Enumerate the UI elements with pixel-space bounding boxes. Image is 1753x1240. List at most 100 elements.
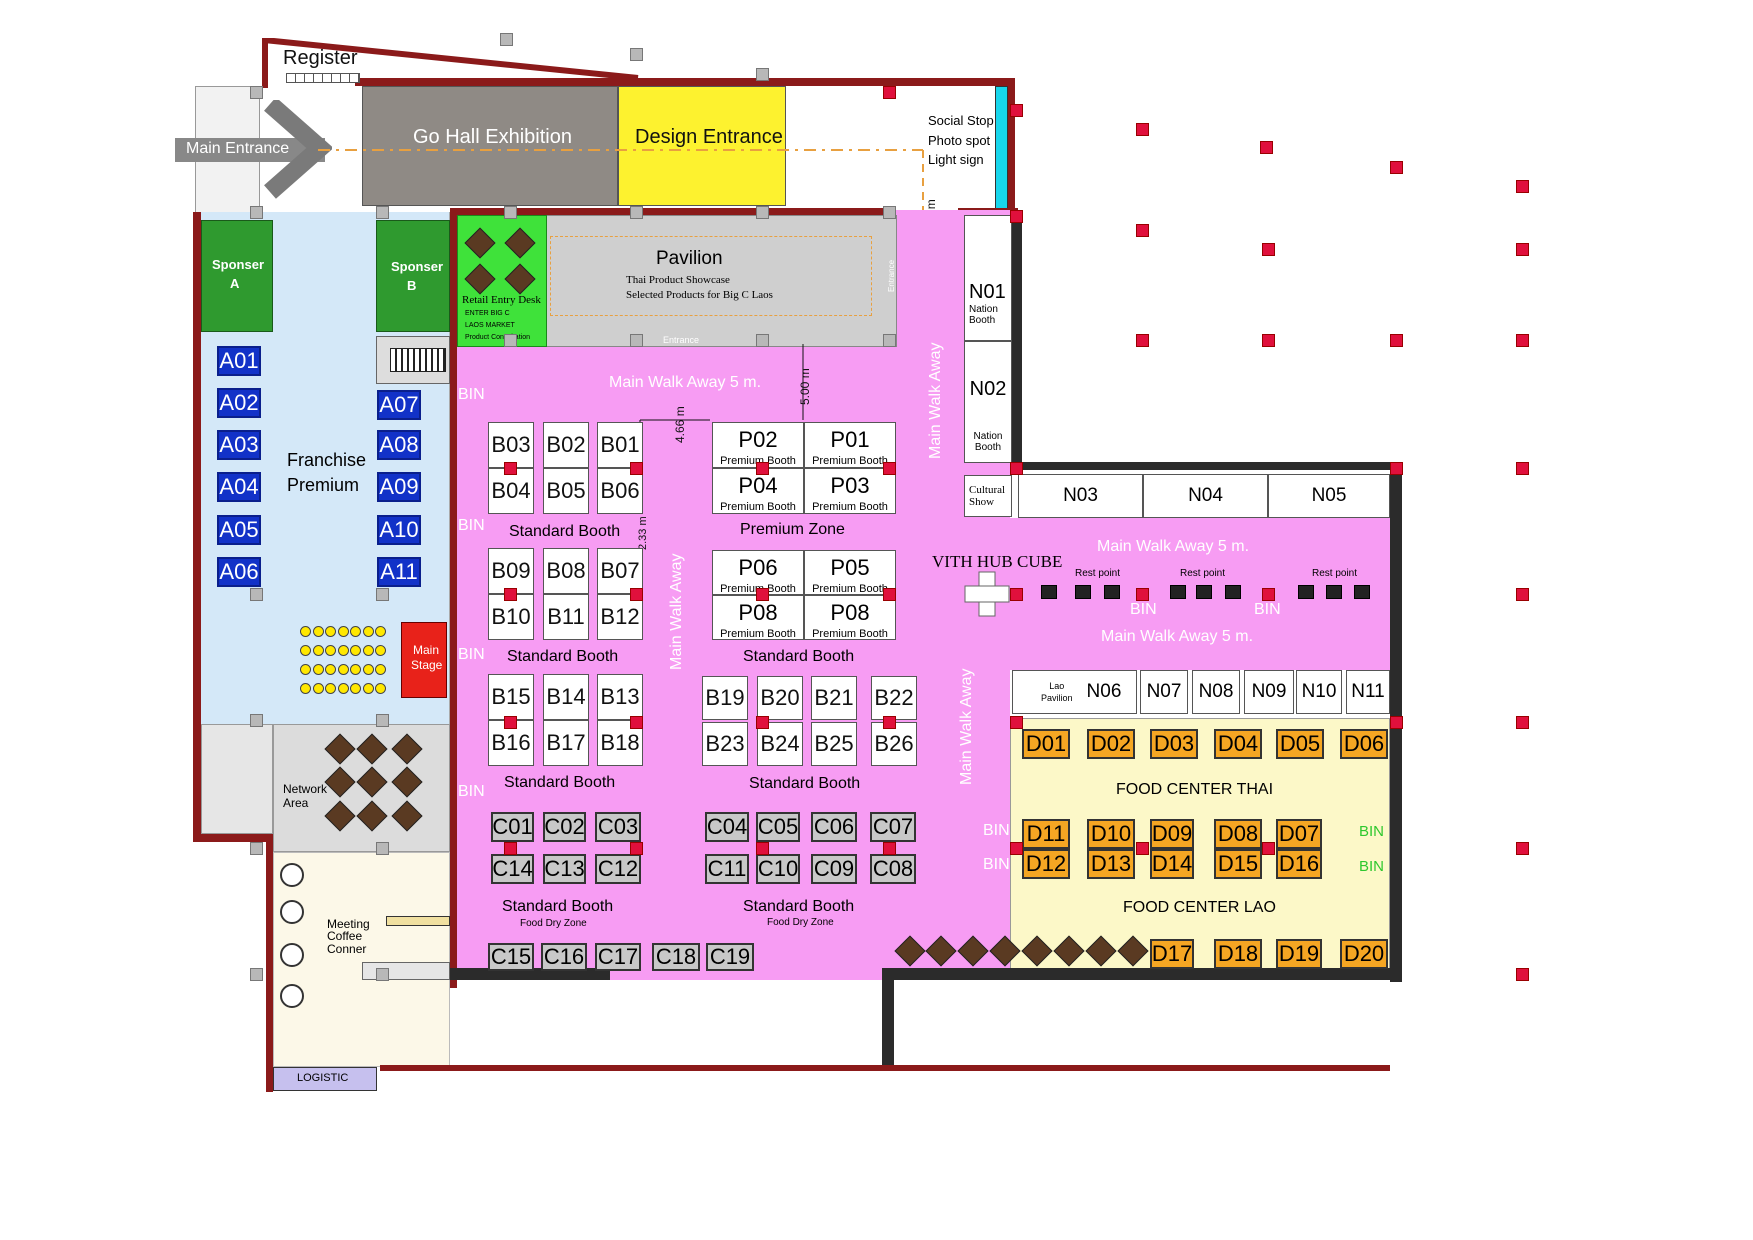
booth-a05[interactable]: A05 [217, 515, 261, 545]
booth-c07[interactable]: C07 [870, 812, 916, 842]
booth-n09[interactable]: N09 [1244, 670, 1294, 714]
booth-d13[interactable]: D13 [1087, 849, 1135, 879]
booth-d20[interactable]: D20 [1340, 939, 1388, 969]
booth-a04[interactable]: A04 [217, 472, 261, 502]
booth-a02[interactable]: A02 [217, 388, 261, 418]
booth-c01[interactable]: C01 [491, 812, 534, 842]
booth-d15[interactable]: D15 [1214, 849, 1262, 879]
booth-d17[interactable]: D17 [1150, 939, 1194, 969]
booth-n10[interactable]: N10 [1296, 670, 1342, 714]
booth-c10[interactable]: C10 [756, 854, 800, 884]
booth-c09[interactable]: C09 [811, 854, 857, 884]
booth-b13[interactable]: B13 [597, 674, 643, 720]
booth-c18[interactable]: C18 [652, 943, 700, 971]
booth-c16[interactable]: C16 [541, 943, 587, 971]
booth-b19[interactable]: B19 [702, 676, 748, 720]
booth-n03[interactable]: N03 [1018, 474, 1143, 518]
booth-c15[interactable]: C15 [488, 943, 534, 971]
booth-b21[interactable]: B21 [811, 676, 857, 720]
booth-c14[interactable]: C14 [491, 854, 534, 884]
main-stage[interactable] [401, 622, 447, 698]
booth-d03[interactable]: D03 [1150, 729, 1198, 759]
booth-d19[interactable]: D19 [1276, 939, 1322, 969]
booth-b07[interactable]: B07 [597, 548, 643, 594]
booth-c05[interactable]: C05 [756, 812, 800, 842]
booth-a09[interactable]: A09 [377, 472, 421, 502]
booth-b15[interactable]: B15 [488, 674, 534, 720]
booth-a03[interactable]: A03 [217, 430, 261, 460]
booth-n05[interactable]: N05 [1268, 474, 1390, 518]
booth-d12[interactable]: D12 [1022, 849, 1070, 879]
booth-b01[interactable]: B01 [597, 422, 643, 468]
booth-d10[interactable]: D10 [1087, 819, 1135, 849]
booth-c19[interactable]: C19 [706, 943, 754, 971]
booth-n11[interactable]: N11 [1346, 670, 1390, 714]
red-column [504, 716, 517, 729]
booth-b24[interactable]: B24 [757, 722, 803, 766]
booth-d11[interactable]: D11 [1022, 819, 1070, 849]
booth-d09[interactable]: D09 [1150, 819, 1194, 849]
booth-n04[interactable]: N04 [1143, 474, 1268, 518]
booth-d02[interactable]: D02 [1087, 729, 1135, 759]
booth-a11[interactable]: A11 [377, 557, 421, 587]
booth-b09[interactable]: B09 [488, 548, 534, 594]
sponsor-a-booth[interactable] [201, 220, 273, 332]
booth-b25[interactable]: B25 [811, 722, 857, 766]
booth-b08[interactable]: B08 [543, 548, 589, 594]
booth-d01[interactable]: D01 [1022, 729, 1070, 759]
booth-b03[interactable]: B03 [488, 422, 534, 468]
booth-b04[interactable]: B04 [488, 468, 534, 514]
booth-b22[interactable]: B22 [871, 676, 917, 720]
gray-column [504, 334, 517, 347]
booth-b02[interactable]: B02 [543, 422, 589, 468]
booth-b16[interactable]: B16 [488, 720, 534, 766]
sponsor-b-booth[interactable] [376, 220, 450, 332]
booth-n07[interactable]: N07 [1140, 670, 1188, 714]
booth-d06[interactable]: D06 [1340, 729, 1388, 759]
booth-c17[interactable]: C17 [595, 943, 641, 971]
booth-d05[interactable]: D05 [1276, 729, 1324, 759]
booth-d04[interactable]: D04 [1214, 729, 1262, 759]
booth-d14[interactable]: D14 [1150, 849, 1194, 879]
booth-b23[interactable]: B23 [702, 722, 748, 766]
booth-b11[interactable]: B11 [543, 594, 589, 640]
booth-c13[interactable]: C13 [543, 854, 586, 884]
booth-b12[interactable]: B12 [597, 594, 643, 640]
booth-b10[interactable]: B10 [488, 594, 534, 640]
booth-b14[interactable]: B14 [543, 674, 589, 720]
booth-a06[interactable]: A06 [217, 557, 261, 587]
booth-d08[interactable]: D08 [1214, 819, 1262, 849]
booth-c06[interactable]: C06 [811, 812, 857, 842]
booth-c12[interactable]: C12 [595, 854, 641, 884]
booth-b06[interactable]: B06 [597, 468, 643, 514]
booth-d16[interactable]: D16 [1276, 849, 1322, 879]
booth-b26[interactable]: B26 [871, 722, 917, 766]
booth-a07[interactable]: A07 [377, 390, 421, 420]
booth-n08[interactable]: N08 [1192, 670, 1240, 714]
booth-c11[interactable]: C11 [705, 854, 749, 884]
booth-d18[interactable]: D18 [1214, 939, 1262, 969]
booth-b20[interactable]: B20 [757, 676, 803, 720]
booth-b17[interactable]: B17 [543, 720, 589, 766]
booth-b05[interactable]: B05 [543, 468, 589, 514]
booth-a10[interactable]: A10 [377, 515, 421, 545]
booth-c08[interactable]: C08 [870, 854, 916, 884]
booth-a01[interactable]: A01 [217, 346, 261, 376]
booth-c04[interactable]: C04 [705, 812, 749, 842]
booth-c02[interactable]: C02 [543, 812, 586, 842]
red-column [1262, 334, 1275, 347]
booth-d07[interactable]: D07 [1276, 819, 1322, 849]
booth-a08[interactable]: A08 [377, 430, 421, 460]
booth-c03[interactable]: C03 [595, 812, 641, 842]
